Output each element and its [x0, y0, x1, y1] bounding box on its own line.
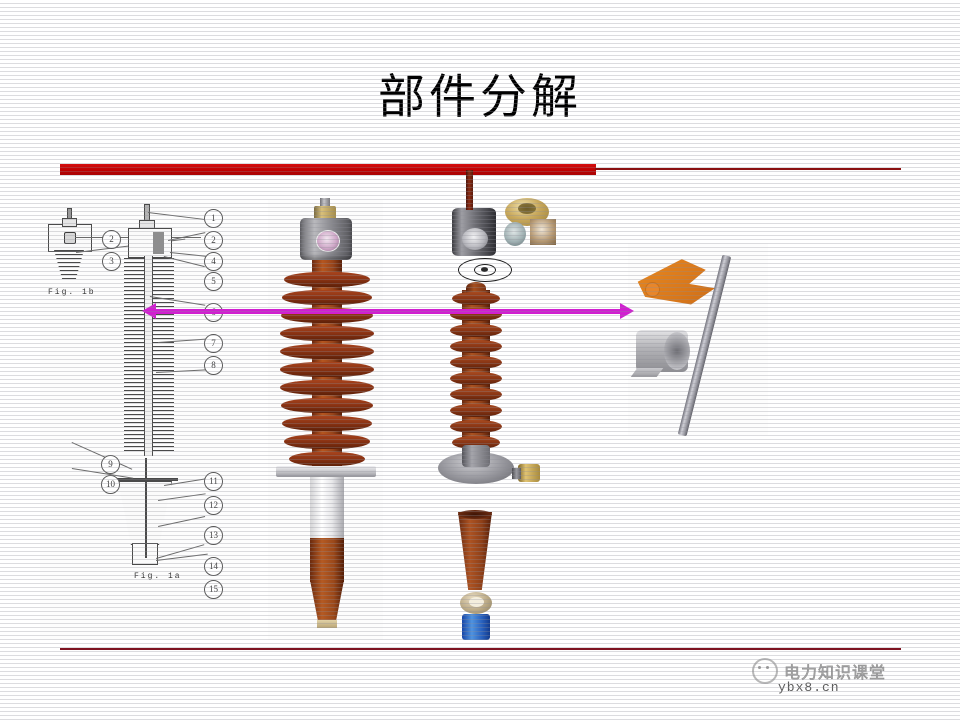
fig1a-head-detail: [153, 232, 164, 254]
callout-9: 9: [101, 455, 120, 474]
insulator-brown-tube: [310, 538, 344, 582]
fig1a-core-tube: [144, 256, 153, 456]
insulator-shed: [284, 272, 370, 287]
fig1b-valve-icon: [64, 232, 76, 244]
sleeve-rib: [450, 420, 502, 433]
exploded-red-rod: [466, 170, 473, 210]
insulator-shed: [280, 326, 374, 341]
insulator-shed: [284, 434, 370, 449]
lead-line-1: [147, 212, 206, 221]
callout-10: 10: [101, 475, 120, 494]
callout-2: 2: [204, 231, 223, 250]
callout-1: 1: [204, 209, 223, 228]
red-divider-tail: [595, 168, 901, 170]
watermark-logo-icon: [752, 658, 778, 684]
insulator-cap-badge: [316, 230, 340, 252]
callout-12: 12: [204, 496, 223, 515]
insulator-top-stud: [320, 198, 330, 210]
insulator-shed: [281, 398, 373, 413]
bottom-divider-rule: [60, 648, 901, 650]
fig1a-inner-rod: [145, 458, 147, 558]
magenta-pointer-line: [150, 309, 622, 314]
insulator-base-foot: [317, 620, 337, 628]
fig1b-sheds: [54, 250, 84, 280]
insulator-shed: [280, 362, 374, 377]
exploded-brass-ring-bore: [518, 203, 536, 214]
callout-13: 13: [204, 526, 223, 545]
callout-detail-2: 2: [102, 230, 121, 249]
sleeve-rib: [452, 292, 500, 305]
exploded-sleeve-top-cap: [466, 282, 486, 294]
sleeve-rib: [450, 388, 502, 401]
sleeve-rib: [450, 324, 502, 337]
lead-line-13: [158, 516, 206, 527]
red-divider-bar: [60, 164, 596, 175]
watermark: 电力知识课堂: [752, 658, 886, 684]
watermark-text: 电力知识课堂: [784, 665, 887, 683]
metal-sleeve-bore: [664, 332, 690, 370]
exploded-cone-lip: [458, 510, 492, 519]
fig1a-head-body: [128, 228, 172, 258]
callout-4: 4: [204, 252, 223, 271]
callout-15: 15: [204, 580, 223, 599]
exploded-base-hub: [462, 445, 490, 467]
sleeve-rib: [450, 340, 502, 353]
sleeve-rib: [450, 356, 502, 369]
exploded-housing-face: [462, 228, 488, 250]
callout-7: 7: [204, 334, 223, 353]
insulator-white-tube: [310, 476, 344, 538]
watermark-url: ybx8.cn: [778, 680, 840, 695]
fig1a-caption: Fig. 1a: [134, 572, 182, 581]
orange-bracket-hole: [645, 282, 660, 297]
insulator-shed: [280, 380, 374, 395]
callout-detail-3: 3: [102, 252, 121, 271]
insulator-mounting-flange: [276, 466, 376, 477]
insulator-shed: [280, 344, 374, 359]
exploded-brass-fitting: [518, 464, 540, 482]
arrow-head-right-icon: [620, 303, 634, 319]
fig1a-shed-stack-right: [152, 258, 174, 454]
insulator-shed: [282, 290, 372, 305]
insulator-brass-collar: [314, 206, 336, 220]
exploded-gasket-ring-core: [481, 267, 488, 272]
callout-8: 8: [204, 356, 223, 375]
exploded-gasket-ring-inner: [474, 264, 496, 276]
sleeve-rib: [450, 372, 502, 385]
insulator-shed: [289, 452, 365, 466]
exploded-fitting-nut: [512, 468, 521, 479]
lead-line-4: [169, 252, 206, 257]
exploded-small-plate: [530, 219, 556, 245]
fig1b-caption: Fig. 1b: [48, 288, 96, 297]
sleeve-rib: [450, 404, 502, 417]
arrow-head-left-icon: [142, 303, 156, 319]
fig1a-shed-stack-left: [124, 258, 146, 454]
fig1b-collar: [62, 218, 77, 227]
callout-5: 5: [204, 272, 223, 291]
callout-11: 11: [204, 472, 223, 491]
exploded-taper-cone: [458, 512, 492, 590]
exploded-blue-cylinder: [462, 614, 490, 640]
exploded-small-washer: [504, 222, 526, 246]
insulator-shed: [282, 416, 372, 431]
exploded-tan-ring-bore: [469, 597, 484, 607]
page-title: 部件分解: [378, 70, 582, 125]
callout-14: 14: [204, 557, 223, 576]
